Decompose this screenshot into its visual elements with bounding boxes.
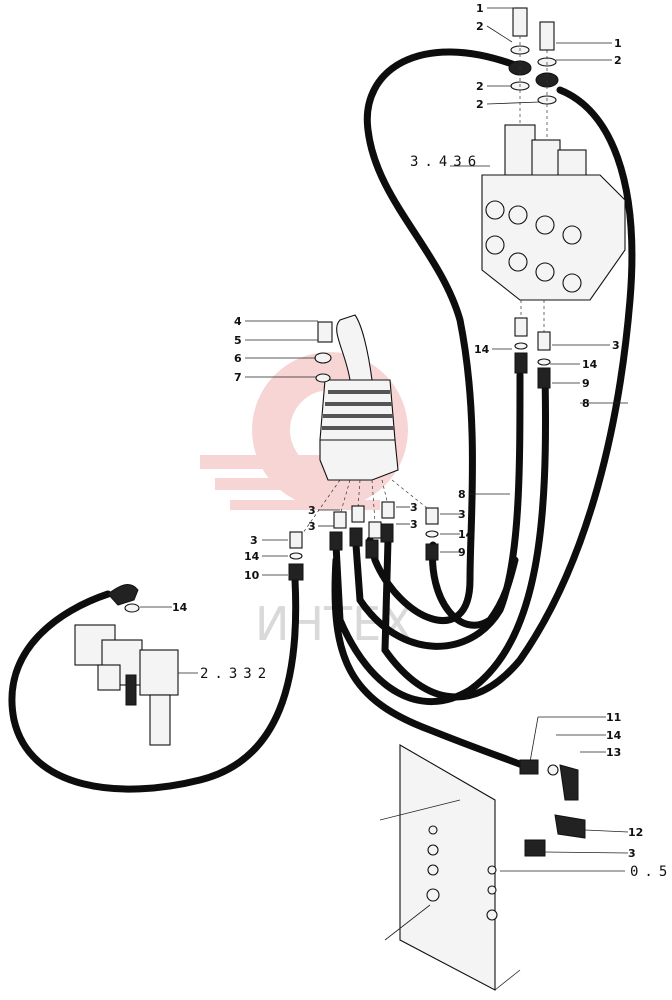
callout-1b: 1: [614, 37, 622, 50]
callout-2d: 2: [476, 98, 484, 111]
callout-3f: 3: [410, 518, 418, 531]
hose-long-to-frame: [331, 556, 534, 772]
callout-9a: 9: [582, 377, 590, 390]
callout-2a: 2: [476, 20, 484, 33]
solenoid-block: [74, 584, 179, 746]
callout-3a: 3: [612, 339, 620, 352]
frame-fittings: [519, 759, 586, 857]
ref-frame: 0.5: [630, 864, 672, 880]
callout-14a: 14: [474, 343, 490, 356]
joystick-assembly: [314, 314, 399, 481]
callout-13: 13: [606, 746, 621, 759]
callout-8b: 8: [458, 488, 466, 501]
callout-2b: 2: [614, 54, 622, 67]
callout-5: 5: [234, 334, 242, 347]
ref-solenoid-block: 2.332: [200, 666, 272, 682]
callout-2c: 2: [476, 80, 484, 93]
top-fittings: [508, 7, 559, 105]
callout-14b: 14: [582, 358, 598, 371]
callout-3b: 3: [250, 534, 258, 547]
callout-14c: 14: [244, 550, 260, 563]
ref-valve-block: 3.436: [410, 154, 482, 170]
hose-center-2: [332, 371, 550, 705]
valve-block: [481, 124, 626, 301]
callout-3h: 3: [628, 847, 636, 860]
callout-14d: 14: [458, 528, 474, 541]
callout-9b: 9: [458, 546, 466, 559]
callout-1a: 1: [476, 2, 484, 15]
callout-6: 6: [234, 352, 242, 365]
callouts: 1 2 1 2 2 2 14 3 14 9 8 4 5 6 7 8 3 14 1…: [172, 2, 643, 860]
leader-lines: [140, 7, 629, 854]
hose-10: [8, 576, 300, 793]
callout-3c: 3: [308, 504, 316, 517]
callout-14e: 14: [172, 601, 188, 614]
joystick-fittings: [288, 501, 439, 581]
callout-14f: 14: [606, 729, 622, 742]
hose-8-left: [363, 48, 519, 624]
callout-3e: 3: [410, 501, 418, 514]
frame-plate: [379, 744, 521, 991]
hose-group: [8, 48, 636, 793]
callout-4: 4: [234, 315, 242, 328]
callout-8a: 8: [582, 397, 590, 410]
valve-bottom-fittings: [514, 317, 551, 389]
callout-3g: 3: [458, 508, 466, 521]
callout-10: 10: [244, 569, 260, 582]
hose-joystick-right: [429, 541, 519, 629]
callout-12: 12: [628, 826, 643, 839]
callout-7: 7: [234, 371, 242, 384]
callout-11: 11: [606, 711, 621, 724]
callout-3d: 3: [308, 520, 316, 533]
